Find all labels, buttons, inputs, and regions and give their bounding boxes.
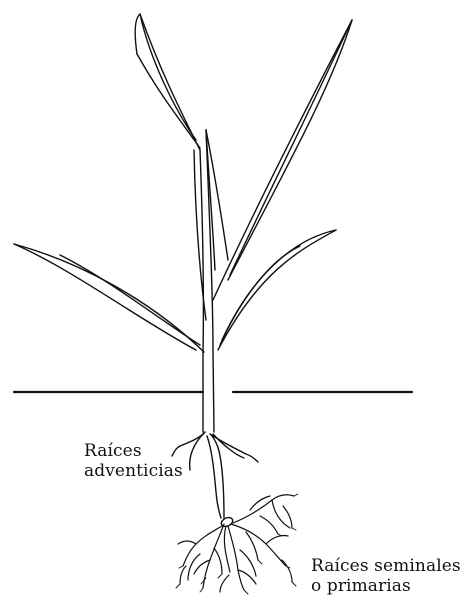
- label-adventitious-roots: Raíces adventicias: [84, 441, 183, 481]
- label-adventitious-line1: Raíces: [84, 441, 183, 461]
- leaf-top-left: [135, 14, 200, 150]
- root-hairs: [176, 494, 298, 594]
- label-adventitious-line2: adventicias: [84, 461, 183, 481]
- leaf-left: [14, 244, 204, 352]
- leaf-center: [194, 130, 228, 320]
- label-seminal-roots: Raíces seminales o primarias: [311, 556, 461, 596]
- leaf-top-right: [213, 20, 352, 300]
- leaf-right: [218, 230, 336, 350]
- label-seminal-line1: Raíces seminales: [311, 556, 461, 576]
- adventitious-roots: [172, 432, 258, 518]
- label-seminal-line2: o primarias: [311, 576, 461, 596]
- seminal-roots: [178, 495, 294, 592]
